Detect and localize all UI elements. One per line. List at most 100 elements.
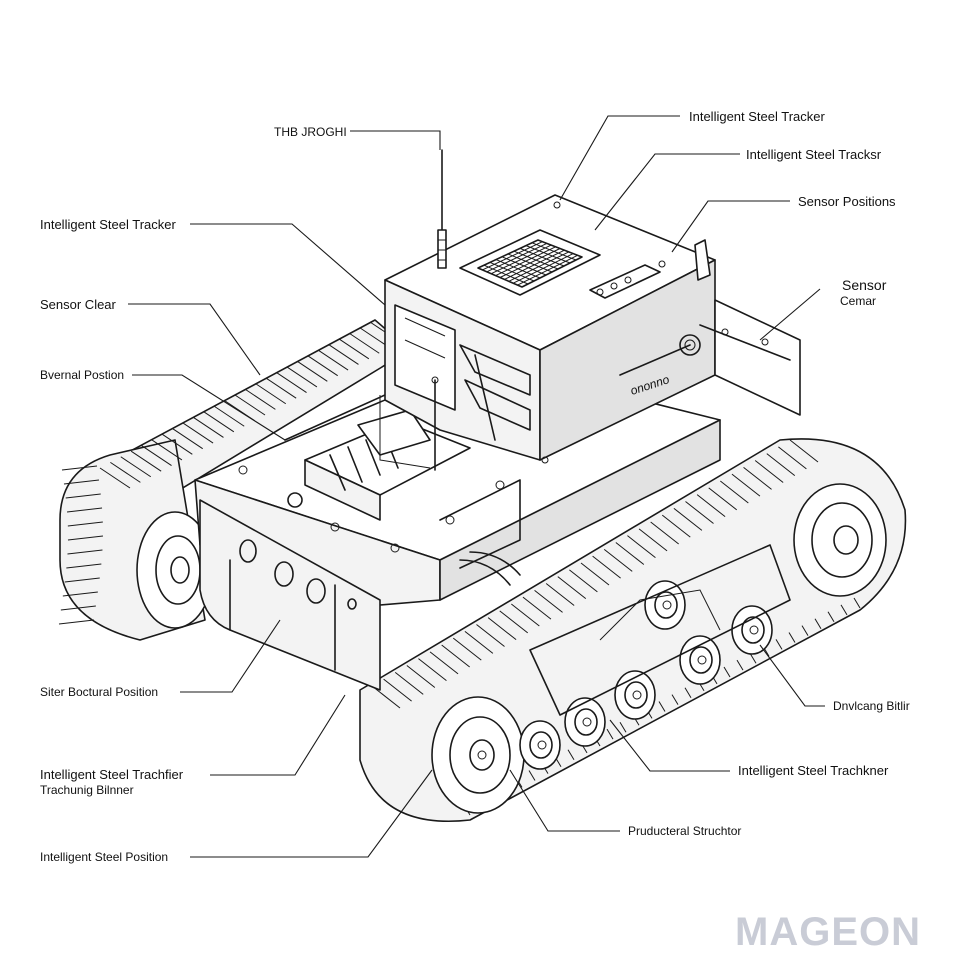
tread-plate	[62, 591, 98, 597]
tread-plate	[775, 639, 783, 650]
grid-line	[519, 247, 565, 267]
grid-line	[504, 249, 565, 280]
road-wheel	[644, 580, 686, 630]
road-wheel-axle	[632, 690, 642, 700]
grid-line	[508, 251, 570, 282]
sensor-housing: ononno	[384, 194, 716, 464]
road-wheel-hub	[529, 731, 553, 759]
tread-plate	[650, 521, 679, 545]
tread-plate	[567, 749, 575, 761]
grid-line	[517, 254, 578, 286]
road-wheel	[679, 635, 721, 685]
label-right-1: Intelligent Steel Tracker	[689, 109, 826, 124]
tread-plate	[743, 466, 772, 490]
connector-block	[304, 409, 471, 521]
tread-plate	[789, 439, 819, 463]
tread-plate	[317, 349, 349, 371]
tread-plate	[684, 687, 692, 698]
tread-plate	[162, 433, 193, 455]
antenna-tall	[437, 149, 447, 269]
tread-plate	[130, 450, 162, 472]
tread-plate	[64, 577, 100, 583]
tread-plate	[580, 562, 610, 586]
label-right-2: Intelligent Steel Tracksr	[746, 147, 882, 162]
rear-idler-wheel	[793, 483, 887, 597]
tread-plate	[348, 332, 380, 354]
tread-plate	[276, 372, 307, 393]
road-wheel	[519, 720, 561, 770]
tread-plate	[234, 394, 266, 416]
road-wheel-hub	[741, 616, 765, 644]
tread-plate	[67, 549, 103, 555]
road-wheel-hub	[654, 591, 678, 619]
tread-plate	[696, 494, 726, 518]
tread-plate	[476, 624, 505, 647]
tread-plate	[749, 652, 757, 664]
tread-plate	[827, 611, 835, 623]
tread-plate	[245, 388, 276, 410]
tread-plate	[203, 411, 235, 433]
label-left-2: Sensor Clear	[40, 297, 117, 312]
road-wheel-axle	[582, 717, 592, 727]
tread-plate	[534, 589, 563, 613]
road-wheel-axle	[662, 600, 672, 610]
road-wheel-axle	[749, 625, 759, 635]
tread-plate	[661, 514, 691, 538]
tread-plate	[731, 473, 761, 497]
tread-plate	[65, 493, 101, 499]
tread-plate	[418, 658, 447, 682]
tread-plate	[172, 428, 203, 450]
side-shelf	[714, 299, 801, 416]
road-wheels	[519, 580, 773, 770]
label-left-5a: Intelligent Steel Trachfier	[40, 767, 184, 782]
tread-plate	[499, 610, 529, 634]
tread-plate	[452, 637, 482, 661]
tread-plate	[801, 625, 809, 636]
label-left-3: Bvernal Postion	[40, 368, 124, 382]
tread-plate	[99, 467, 131, 489]
right-track	[359, 438, 907, 822]
grid-line	[513, 250, 559, 270]
tread-plate	[511, 603, 540, 627]
label-top-left: THB JROGHI	[274, 125, 347, 139]
label-right-6: Intelligent Steel Trachkner	[738, 763, 889, 778]
tread-plate	[151, 439, 183, 461]
tread-plate	[708, 487, 738, 511]
tread-plate	[371, 685, 401, 709]
tread-plate	[63, 479, 100, 485]
road-wheel-hub	[624, 681, 648, 709]
tread-plate	[441, 644, 470, 668]
tread-plate	[58, 619, 95, 625]
label-left-6: Intelligent Steel Position	[40, 850, 168, 864]
tread-plate	[658, 701, 666, 712]
tread-plate	[528, 770, 536, 781]
tread-plate	[61, 465, 98, 471]
tread-plate	[141, 445, 172, 466]
tread-plate	[840, 604, 848, 616]
tread-plate	[615, 542, 645, 565]
tread-plate	[673, 507, 703, 531]
tread-plate	[429, 651, 459, 675]
callout-labels: THB JROGHI Intelligent Steel Tracker Int…	[40, 109, 910, 864]
tread-plate	[66, 507, 103, 513]
label-right-5: Dnvlcang Bitlir	[833, 699, 910, 713]
front-sprocket-wheel	[431, 696, 525, 814]
tread-plate	[255, 383, 287, 405]
tread-plate	[638, 528, 668, 552]
label-bottom-1: Pruducteral Struchtor	[628, 824, 741, 838]
road-wheel-axle	[697, 655, 707, 665]
tread-plate	[67, 535, 104, 541]
tread-plate	[383, 678, 412, 702]
tread-plate	[754, 460, 784, 483]
antenna-short	[694, 239, 711, 281]
grid-line	[531, 242, 577, 261]
label-left-5b: Trachunig Bilnner	[40, 783, 134, 797]
tread-plate	[685, 501, 714, 524]
tread-plate	[213, 405, 245, 427]
watermark-logo: MAGEON	[735, 910, 921, 954]
tread-plate	[627, 535, 656, 559]
tread-plate	[766, 453, 796, 477]
tread-plate	[545, 583, 575, 606]
